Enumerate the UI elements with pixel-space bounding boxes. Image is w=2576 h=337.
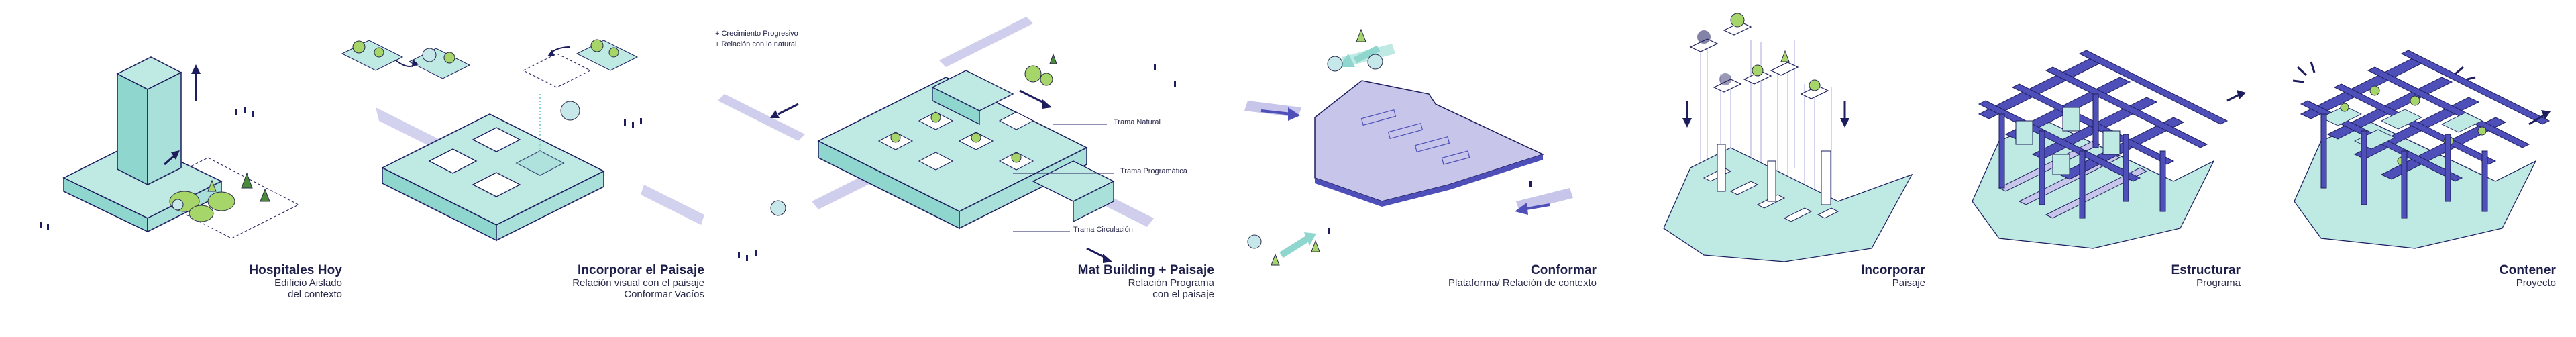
person-icon [738, 64, 1176, 261]
caption-panel-5: Incorporar Paisaje [1758, 263, 1925, 289]
tree-icon [169, 172, 270, 222]
panel-6-title: Estructurar [2171, 263, 2241, 277]
panel-4-title: Conformar [1530, 263, 1597, 277]
tree-icon [770, 53, 1057, 216]
label-trama-circulacion: Trama Circulación [1073, 226, 1133, 234]
mat-note-2: + Relación con lo natural [715, 40, 797, 48]
panel-1-subtitle-1: Edificio Aislado [274, 277, 342, 289]
panel-4-subtitle-1: Plataforma/ Relación de contexto [1448, 277, 1597, 289]
mat-note-1: + Crecimiento Progresivo [715, 30, 798, 38]
tree-icon [1697, 13, 1821, 91]
person-icon [40, 107, 254, 230]
panel-5-subtitle-1: Paisaje [1892, 277, 1925, 289]
panel-mat-building [718, 17, 1176, 263]
panel-incorporar [1663, 13, 1913, 262]
panel-1-title: Hospitales Hoy [249, 263, 342, 277]
panel-contener [2292, 50, 2551, 249]
person-icon [1328, 181, 1532, 234]
tree-icon [2340, 85, 2487, 166]
caption-panel-2: Incorporar el Paisaje Relación visual co… [530, 263, 704, 300]
panel-2-subtitle-2: Conformar Vacíos [624, 289, 704, 300]
panel-3-subtitle-1: Relación Programa [1128, 277, 1214, 289]
sun-icon [2292, 61, 2476, 83]
panel-2-title: Incorporar el Paisaje [577, 263, 704, 277]
panel-2-subtitle-1: Relación visual con el paisaje [572, 277, 704, 289]
panel-7-title: Contener [2499, 263, 2556, 277]
panel-6-subtitle-1: Programa [2196, 277, 2241, 289]
panel-3-title: Mat Building + Paisaje [1077, 263, 1214, 277]
caption-panel-3: Mat Building + Paisaje Relación Programa… [1046, 263, 1214, 300]
caption-panel-7: Contener Proyecto [2388, 263, 2556, 289]
panel-1-subtitle-2: del contexto [288, 289, 342, 300]
panel-hospitales-hoy [40, 56, 300, 239]
panel-estructurar [1972, 50, 2246, 249]
label-trama-natural: Trama Natural [1114, 118, 1161, 126]
panel-incorporar-el-paisaje [341, 39, 704, 242]
tree-icon [1247, 28, 1383, 266]
panel-5-title: Incorporar [1860, 263, 1925, 277]
caption-panel-6: Estructurar Programa [2073, 263, 2241, 289]
tree-icon [352, 39, 619, 121]
caption-panel-1: Hospitales Hoy Edificio Aislado del cont… [174, 263, 342, 300]
panel-7-subtitle-1: Proyecto [2516, 277, 2556, 289]
panel-3-subtitle-2: con el paisaje [1152, 289, 1214, 300]
caption-panel-4: Conformar Plataforma/ Relación de contex… [1429, 263, 1597, 289]
panel-conformar [1244, 28, 1573, 266]
person-icon [624, 118, 642, 128]
label-trama-programatica: Trama Programática [1120, 167, 1187, 175]
